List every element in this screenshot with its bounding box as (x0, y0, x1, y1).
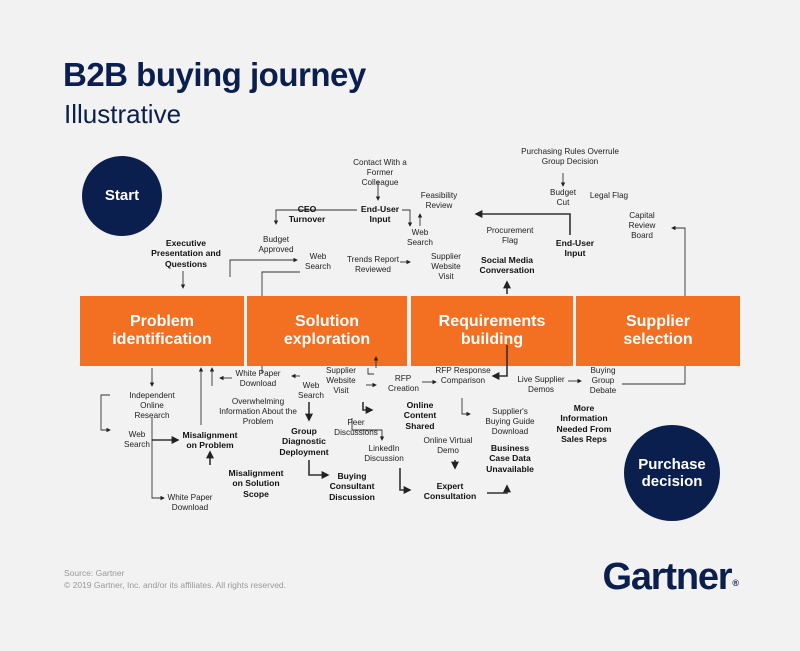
note-contact-former-colleague: Contact With a Former Colleague (353, 158, 407, 187)
arrow-response-down (461, 398, 471, 417)
stage-label: Solution exploration (283, 312, 371, 348)
note-web-search-mid: Web Search (298, 381, 324, 400)
arrow-supplier-rfp (367, 368, 374, 375)
note-legal-flag: Legal Flag (589, 191, 629, 200)
note-more-information: More Information Needed From Sales Reps (556, 403, 612, 444)
note-overwhelming-info: Overwhelming Information About the Probl… (219, 397, 297, 426)
arrow-independent-websearch (100, 394, 111, 433)
note-white-paper-mid: White Paper Download (235, 369, 281, 388)
note-misalignment-problem: Misalignment on Problem (182, 430, 238, 451)
note-trends-report: Trends Report Reviewed (346, 255, 400, 274)
stage-solution-exploration: Solution exploration (247, 296, 407, 366)
source-note: Source: Gartner © 2019 Gartner, Inc. and… (64, 567, 286, 592)
note-white-paper-left: White Paper Download (167, 493, 213, 512)
note-suppliers-buying-guide: Supplier's Buying Guide Download (485, 407, 535, 436)
note-rfp-response: RFP Response Comparison (435, 366, 491, 385)
page-subtitle: Illustrative (64, 99, 182, 129)
start-circle: Start (82, 156, 162, 236)
stage-supplier-selection: Supplier selection (576, 296, 740, 366)
arrow-research-whitepaper (151, 418, 165, 501)
note-web-search-top2: Web Search (305, 252, 331, 271)
note-live-supplier-demos: Live Supplier Demos (517, 375, 565, 394)
note-executive-presentation: Executive Presentation and Questions (151, 238, 221, 269)
arrow-linkedin-expert (399, 468, 412, 494)
note-buying-group-debate: Buying Group Debate (589, 366, 617, 395)
page-title: B2B buying journey (63, 56, 366, 93)
note-linkedin-discussion: LinkedIn Discussion (364, 444, 404, 463)
note-supplier-website-visit-top: Supplier Website Visit (430, 252, 462, 281)
logo-registered-mark: ® (732, 578, 739, 588)
note-independent-online-research: Independent Online Research (129, 391, 175, 420)
arrow-enduser-feasibility (402, 209, 413, 227)
arrow-back-to-solution (261, 271, 300, 296)
note-supplier-website-visit-mid: Supplier Website Visit (325, 366, 357, 395)
stage-label: Problem identification (112, 312, 212, 348)
logo-text: Gartner (602, 556, 732, 598)
note-purchasing-rules: Purchasing Rules Overrule Group Decision (521, 147, 619, 166)
note-end-user-input-2: End-User Input (555, 238, 595, 259)
note-expert-consultation: Expert Consultation (423, 481, 477, 502)
note-business-case-data: Business Case Data Unavailable (486, 443, 534, 474)
arrow-debate-capital (622, 366, 686, 385)
arrow-budget-websearch (229, 257, 298, 277)
note-web-search-left: Web Search (124, 430, 150, 449)
note-web-search-top: Web Search (407, 228, 433, 247)
arrow-supplier-online (362, 402, 374, 414)
arrow-peer-linkedin (351, 418, 385, 441)
note-budget-approved: Budget Approved (258, 235, 294, 254)
arrow-enduser2-procurement (474, 210, 571, 235)
note-misalignment-scope: Misalignment on Solution Scope (228, 468, 284, 499)
stage-label: Supplier selection (623, 312, 693, 348)
note-buying-consultant: Buying Consultant Discussion (329, 471, 375, 502)
start-label: Start (104, 187, 140, 205)
arrow-req-down (491, 345, 508, 380)
stage-problem-identification: Problem identification (80, 296, 244, 366)
gartner-logo: Gartner® (602, 556, 739, 599)
arrow-expert-business (487, 484, 511, 494)
stage-requirements-building: Requirements building (411, 296, 573, 366)
arrow-enduser-to-ceo (273, 209, 357, 225)
note-ceo-turnover: CEO Turnover (288, 204, 326, 225)
arrow-capital-up (671, 225, 686, 296)
copyright-line: © 2019 Gartner, Inc. and/or its affiliat… (64, 580, 287, 591)
source-line: Source: Gartner (64, 568, 125, 578)
note-online-virtual-demo: Online Virtual Demo (423, 436, 473, 455)
purchase-decision-label: Purchase decision (638, 455, 706, 490)
arrow-group-buying (308, 460, 330, 479)
note-rfp-creation: RFP Creation (388, 374, 419, 393)
note-end-user-input-1: End-User Input (360, 204, 400, 225)
note-procurement-flag: Procurement Flag (486, 226, 534, 245)
note-social-media-conversation: Social Media Conversation (479, 255, 535, 276)
note-peer-discussions: Peer Discussions (334, 418, 378, 437)
stage-label: Requirements building (438, 312, 546, 348)
note-budget-cut: Budget Cut (550, 188, 576, 207)
purchase-decision-circle: Purchase decision (624, 425, 720, 521)
note-group-diagnostic: Group Diagnostic Deployment (279, 426, 329, 457)
note-capital-review-board: Capital Review Board (628, 211, 656, 240)
note-online-content-shared: Online Content Shared (403, 400, 437, 431)
note-feasibility-review: Feasibility Review (420, 191, 458, 210)
